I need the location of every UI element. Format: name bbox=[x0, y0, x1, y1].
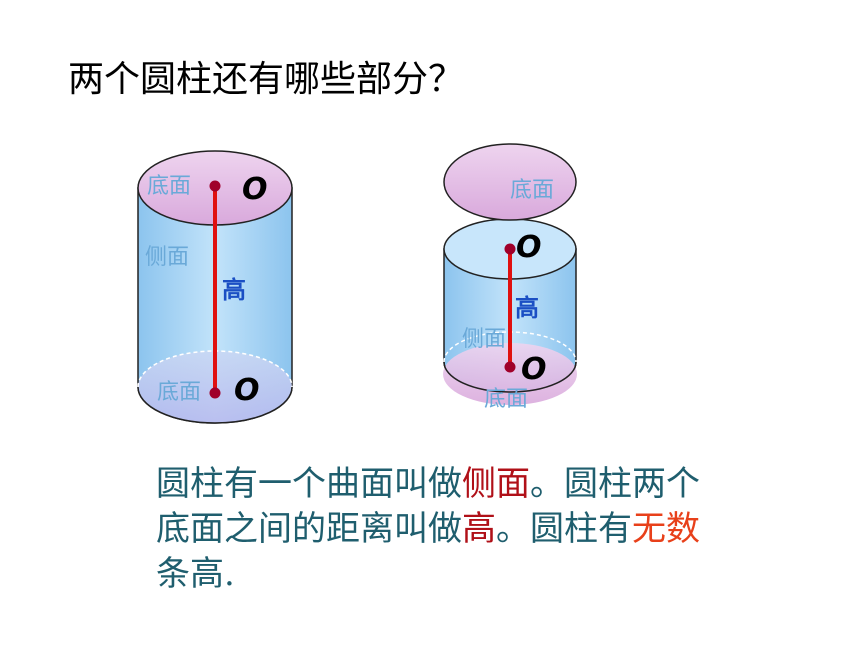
right-height-label: 高 bbox=[515, 294, 539, 322]
left-top-face-label: 底面 bbox=[147, 174, 191, 199]
left-cylinder: 底面 O 侧面 高 底面 O bbox=[137, 150, 293, 424]
height-term: 高 bbox=[462, 509, 496, 549]
left-top-center-dot bbox=[209, 180, 221, 192]
right-top-center-dot bbox=[504, 243, 516, 255]
description-text-3: 。圆柱有 bbox=[496, 509, 632, 549]
right-cylinder: 底面 O 高 侧面 O 底面 bbox=[443, 143, 577, 412]
left-top-center-label: O bbox=[242, 172, 268, 207]
right-cylinder-detached-bottom-base bbox=[443, 343, 577, 405]
left-bottom-center-dot bbox=[209, 387, 221, 399]
description-text-2: 。圆柱两个底面之间的距离叫做 bbox=[156, 464, 700, 549]
left-bottom-center-label: O bbox=[234, 373, 260, 408]
description-paragraph: 圆柱有一个曲面叫做侧面。圆柱两个底面之间的距离叫做高。圆柱有无数条高. bbox=[156, 462, 716, 597]
lateral-face-term: 侧面 bbox=[462, 464, 530, 504]
description-text-4: 条高. bbox=[156, 554, 235, 594]
left-lateral-face-label: 侧面 bbox=[145, 245, 189, 270]
page-title: 两个圆柱还有哪些部分？ bbox=[68, 59, 465, 100]
right-top-face-label: 底面 bbox=[510, 178, 554, 203]
description-text-1: 圆柱有一个曲面叫做 bbox=[156, 464, 462, 504]
right-bottom-face-label: 底面 bbox=[484, 387, 528, 412]
infinite-term: 无数 bbox=[632, 509, 700, 549]
left-bottom-face-label: 底面 bbox=[157, 380, 201, 405]
right-bottom-center-dot bbox=[504, 361, 516, 373]
left-height-label: 高 bbox=[222, 276, 246, 304]
right-top-center-label: O bbox=[516, 230, 542, 265]
right-bottom-center-label: O bbox=[521, 352, 547, 387]
right-lateral-face-label: 侧面 bbox=[462, 327, 506, 352]
right-cylinder-detached-top-base bbox=[443, 143, 577, 221]
